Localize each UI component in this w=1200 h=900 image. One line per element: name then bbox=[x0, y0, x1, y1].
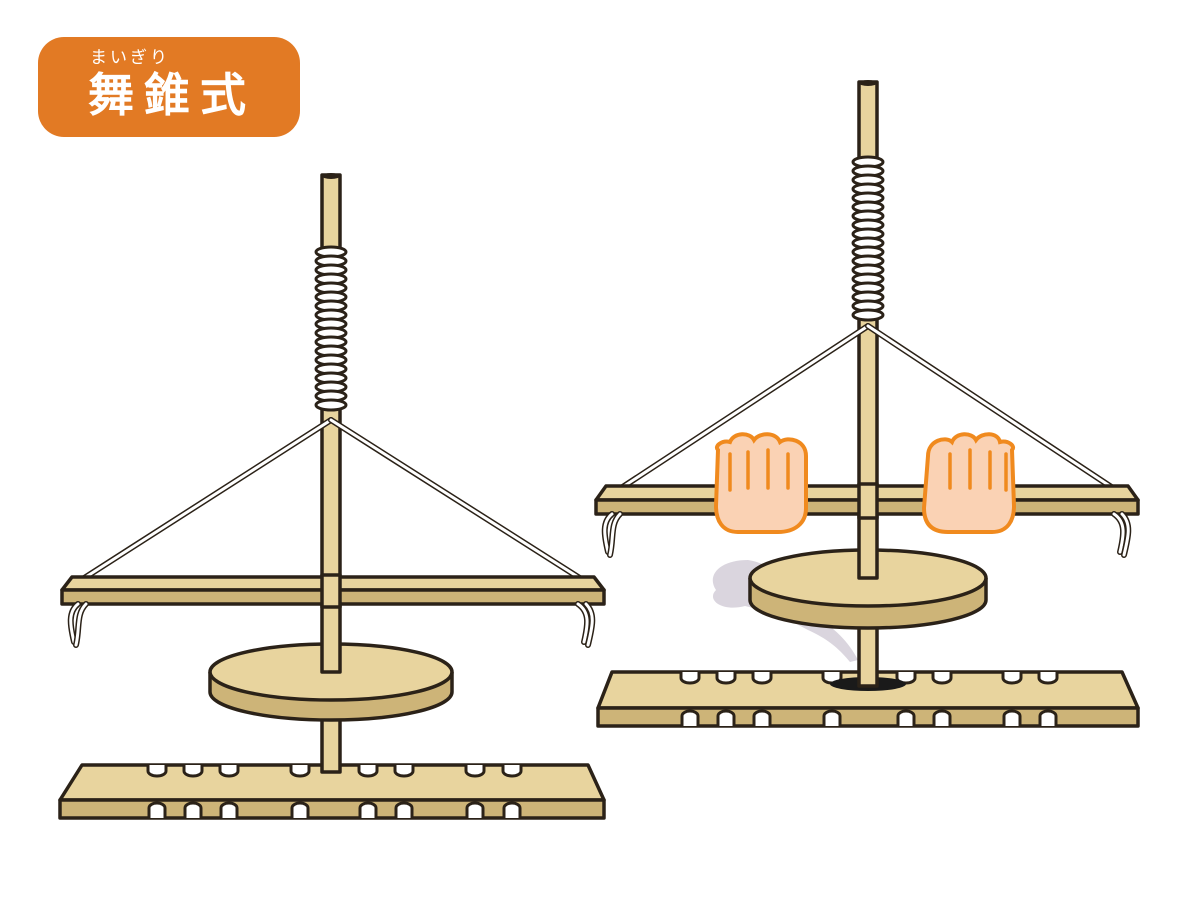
right-board-notch-top bbox=[931, 672, 953, 685]
right-board-notch-bottom bbox=[896, 709, 916, 726]
left-board-notch-bottom bbox=[465, 801, 485, 818]
right-board-notch-top bbox=[679, 672, 701, 685]
right-board-notch-bottom bbox=[680, 709, 700, 726]
right-board-notch-bottom bbox=[932, 709, 952, 726]
left-board-notch-top bbox=[357, 765, 379, 778]
left-board-notch-bottom bbox=[394, 801, 414, 818]
right-board-notch-top bbox=[751, 672, 773, 685]
left-board-notch-bottom bbox=[358, 801, 378, 818]
right-flywheel bbox=[748, 548, 988, 630]
left-flywheel bbox=[208, 642, 454, 722]
title-text: 舞錐式 bbox=[88, 68, 256, 122]
right-hand-icon bbox=[921, 432, 1017, 534]
title-ruby: まいぎり bbox=[90, 48, 170, 68]
left-board-notch-top bbox=[464, 765, 486, 778]
left-board-notch-bottom bbox=[219, 801, 239, 818]
left-board-notch-top bbox=[501, 765, 523, 778]
right-board-notch-top bbox=[715, 672, 737, 685]
left-board-notch-top bbox=[182, 765, 204, 778]
right-board-notch-bottom bbox=[716, 709, 736, 726]
left-board-notch-top bbox=[218, 765, 240, 778]
left-board-notch-top bbox=[146, 765, 168, 778]
left-rope-coil-loop bbox=[314, 398, 348, 412]
left-board-notch-bottom bbox=[290, 801, 310, 818]
left-board-notch-bottom bbox=[147, 801, 167, 818]
left-ropes bbox=[75, 417, 589, 585]
left-rope-knot-left bbox=[67, 601, 89, 648]
right-fire-drill bbox=[594, 80, 1140, 728]
right-board-notch-bottom bbox=[1002, 709, 1022, 726]
right-board-notch-top bbox=[895, 672, 917, 685]
right-rope-coil bbox=[851, 155, 885, 322]
left-rope-knot-right bbox=[575, 601, 596, 648]
left-board-notch-top bbox=[393, 765, 415, 778]
left-board-notch-bottom bbox=[502, 801, 522, 818]
right-board-notch-bottom bbox=[822, 709, 842, 726]
left-board-notch-top bbox=[289, 765, 311, 778]
right-ropes bbox=[609, 323, 1125, 497]
right-board-notch-bottom bbox=[1038, 709, 1058, 726]
left-board-notch-bottom bbox=[183, 801, 203, 818]
left-base-board bbox=[58, 763, 606, 820]
left-rope-coil bbox=[314, 245, 348, 412]
right-rope-coil-loop bbox=[851, 308, 885, 322]
title-badge: まいぎり 舞錐式 bbox=[38, 37, 300, 137]
right-board-notch-bottom bbox=[752, 709, 772, 726]
right-rope-knot-left bbox=[601, 511, 623, 558]
left-fire-drill bbox=[58, 173, 606, 820]
right-rope-knot-right bbox=[1111, 511, 1132, 558]
right-spindle-lower bbox=[857, 618, 879, 688]
left-hand-icon bbox=[713, 432, 808, 534]
right-board-notch-top bbox=[1037, 672, 1059, 685]
right-board-notch-top bbox=[1001, 672, 1023, 685]
